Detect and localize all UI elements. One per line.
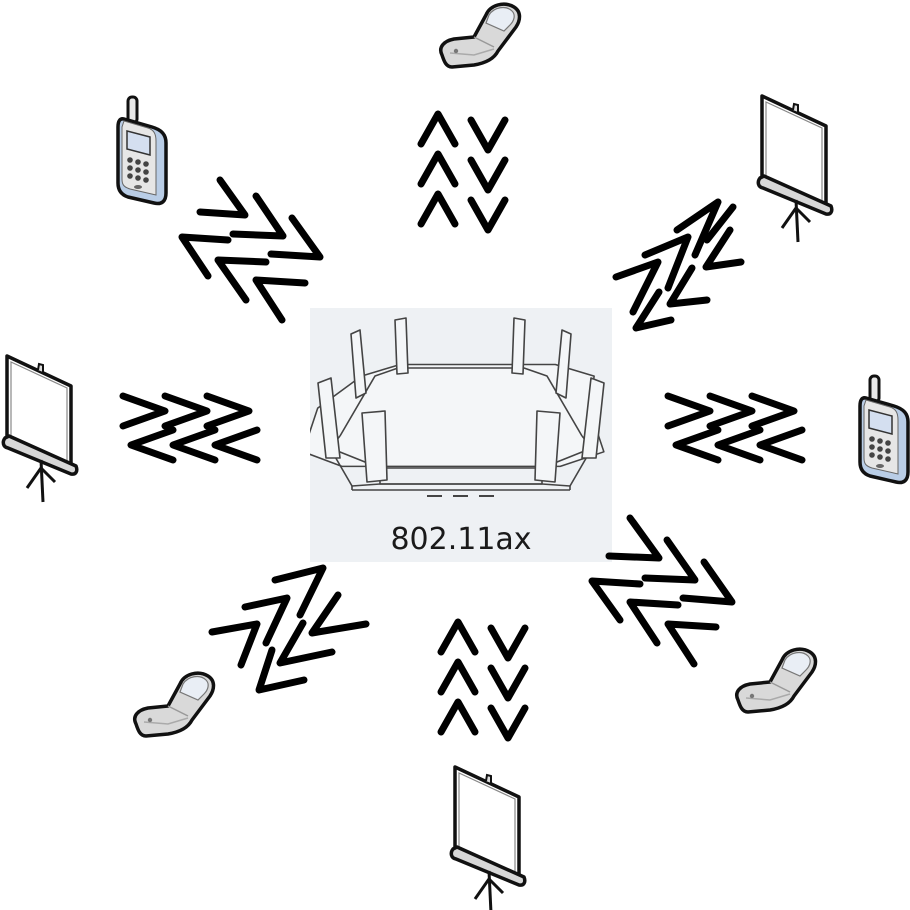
device-left-screen [1, 354, 79, 504]
router-panel: 802.11ax [310, 308, 612, 562]
projector-screen-icon [756, 94, 834, 244]
link-bottom-right [588, 514, 736, 668]
link-bottom-left [208, 564, 370, 694]
device-top-left-mobile-phone [116, 95, 168, 206]
link-top-left [178, 176, 324, 324]
device-bottom-right-flip-phone [734, 647, 818, 714]
device-top-flip-phone [438, 2, 522, 69]
flip-phone-icon [132, 671, 216, 738]
projector-screen-icon [1, 354, 79, 504]
projector-screen-icon [449, 765, 527, 910]
link-top-right [612, 198, 745, 332]
flip-phone-icon [438, 2, 522, 69]
wifi-router-icon [310, 317, 605, 497]
mobile-phone-icon [116, 95, 168, 206]
mobile-phone-icon [858, 374, 910, 485]
flip-phone-icon [734, 647, 818, 714]
device-bottom-left-flip-phone [132, 671, 216, 738]
device-bottom-screen [449, 765, 527, 910]
device-right-mobile-phone [858, 374, 910, 485]
router-label: 802.11ax [390, 522, 532, 557]
device-top-right-screen [756, 94, 834, 244]
